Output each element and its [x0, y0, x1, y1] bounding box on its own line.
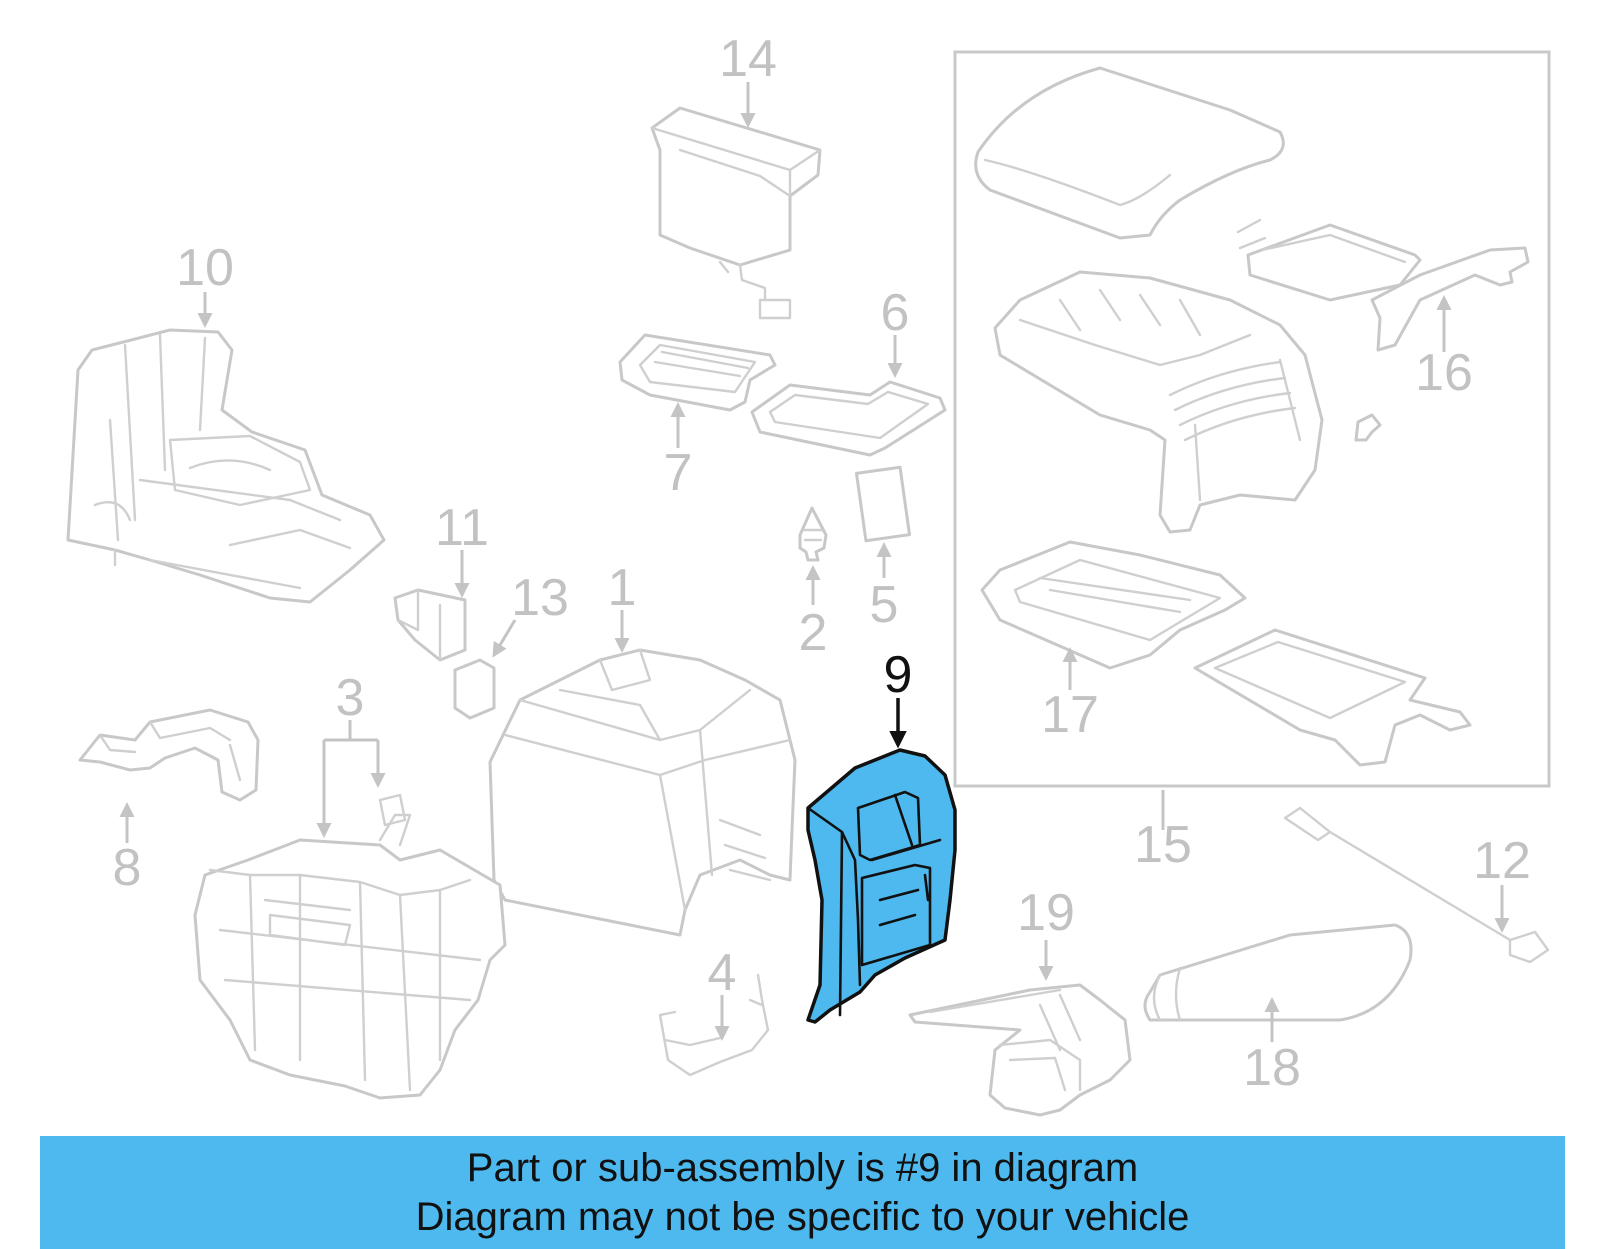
callout-18: 18	[1243, 1039, 1301, 1097]
info-banner: Part or sub-assembly is #9 in diagram Di…	[40, 1136, 1565, 1249]
part-3-drawing	[193, 793, 507, 1100]
part-19-drawing	[908, 983, 1132, 1117]
part-2-drawing	[798, 506, 828, 562]
part-13-drawing	[453, 658, 496, 720]
part-14-drawing	[650, 106, 822, 320]
part-5-drawing	[854, 465, 912, 543]
callout-2: 2	[799, 604, 828, 662]
part-7-drawing	[618, 333, 777, 412]
part-9-drawing	[806, 748, 957, 1024]
part-8-drawing	[78, 708, 260, 802]
part-15-lid-drawing	[974, 66, 1285, 240]
callout-14: 14	[719, 30, 777, 88]
banner-line-1: Part or sub-assembly is #9 in diagram	[466, 1146, 1139, 1190]
callout-15: 15	[1134, 816, 1192, 874]
part-1-drawing	[488, 648, 797, 937]
leader-lines	[119, 82, 1510, 1042]
callout-1: 1	[608, 559, 637, 617]
callout-8: 8	[113, 839, 142, 897]
part-15-hinge-drawing	[993, 270, 1324, 534]
callout-11: 11	[435, 499, 489, 557]
callout-labels: 14 10 6 7 11 13 1 2 5 3 8 4 9 15 16 17 1…	[113, 30, 1531, 1097]
callout-4: 4	[708, 944, 737, 1002]
part-15-latch-drawing	[1236, 218, 1422, 302]
callout-19: 19	[1017, 884, 1075, 942]
part-4-drawing	[658, 973, 770, 1077]
assembly-15-frame	[953, 50, 1551, 788]
callout-17: 17	[1041, 686, 1099, 744]
callout-13: 13	[511, 569, 569, 627]
callout-3: 3	[336, 669, 365, 727]
part-6-drawing	[750, 380, 947, 457]
callout-6: 6	[881, 284, 910, 342]
part-10-drawing	[66, 328, 386, 604]
part-11-drawing	[393, 588, 467, 662]
callout-10: 10	[176, 239, 234, 297]
callout-16: 16	[1415, 344, 1473, 402]
callout-5: 5	[870, 576, 899, 634]
banner-line-2: Diagram may not be specific to your vehi…	[415, 1195, 1190, 1239]
part-16-drawing	[1370, 246, 1530, 352]
screw-drawing	[1354, 413, 1382, 442]
callout-7: 7	[664, 444, 693, 502]
part-12-drawing	[1283, 806, 1550, 964]
callout-12: 12	[1473, 832, 1531, 890]
part-17-drawing	[980, 540, 1247, 670]
part-18-drawing	[1143, 923, 1413, 1022]
callout-9: 9	[884, 646, 913, 704]
part-15-tray-drawing	[1193, 628, 1472, 767]
